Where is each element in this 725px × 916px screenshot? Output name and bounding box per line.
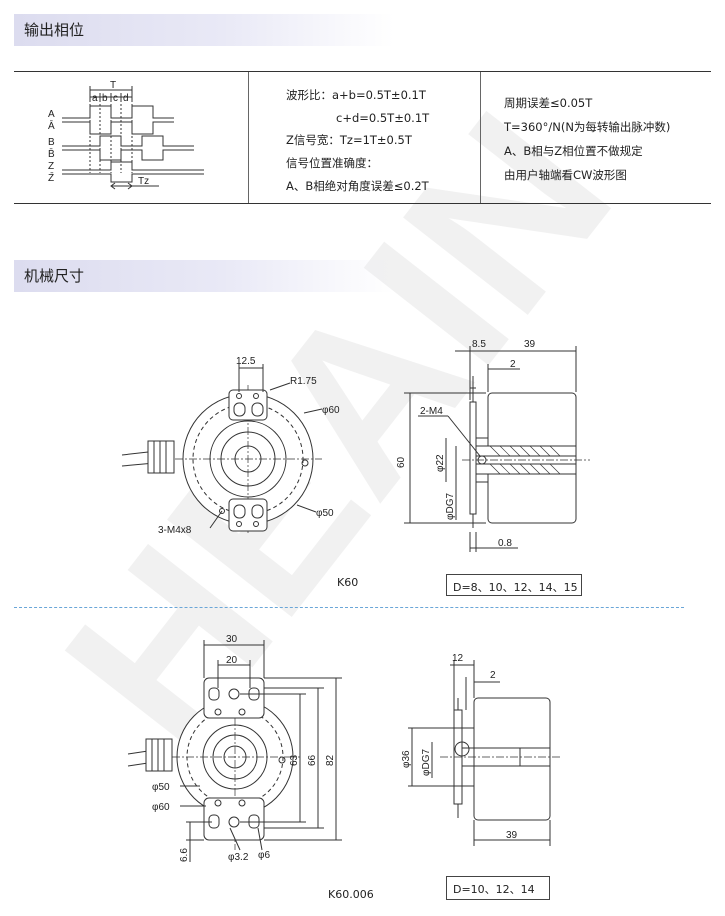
k60006-dim-phi36: φ36 bbox=[401, 750, 412, 768]
k60006-d-box: D=10、12、14 bbox=[446, 876, 550, 900]
spec-text: 由用户轴端看CW波形图 bbox=[504, 168, 627, 182]
spec-text: 信号位置准确度： bbox=[286, 156, 378, 170]
wave-label-A-bar: Ā bbox=[48, 120, 55, 132]
k60-front-view bbox=[121, 364, 323, 535]
k60-d-box: D=8、10、12、14、15 bbox=[446, 574, 582, 596]
segment-c: c bbox=[113, 93, 118, 104]
k60-dim-12.5: 12.5 bbox=[236, 356, 256, 367]
k60006-dim-phi60: φ60 bbox=[152, 802, 170, 813]
k60006-dim-30: 30 bbox=[226, 634, 238, 645]
k60-dim-phiDG7: φDG7 bbox=[445, 493, 456, 520]
k60006-dim-63: 63 bbox=[289, 754, 300, 766]
k60-dim-phi60: φ60 bbox=[322, 405, 340, 416]
k60006-dim-39: 39 bbox=[506, 830, 518, 841]
spec-text: T=360°/N(N为每转输出脉冲数) bbox=[504, 120, 671, 134]
k60-dim-2-M4: 2-M4 bbox=[420, 406, 443, 417]
k60-dim-8.5: 8.5 bbox=[472, 339, 486, 350]
section-separator bbox=[14, 607, 684, 608]
waveform-diagram: T a b c d A Ā B B̄ Z Z̄ Tz bbox=[48, 80, 204, 190]
wave-label-B-bar: B̄ bbox=[48, 147, 55, 160]
k60006-dim-66: 66 bbox=[307, 754, 318, 766]
segment-a: a bbox=[92, 93, 98, 104]
k60006-dim-12: 12 bbox=[452, 653, 464, 664]
k60-dim-2: 2 bbox=[510, 359, 516, 370]
waveform-Tz-label: Tz bbox=[138, 176, 149, 187]
k60006-caption: K60.006 bbox=[328, 888, 374, 901]
spec-text: c+d=0.5T±0.1T bbox=[336, 111, 430, 125]
k60-caption: K60 bbox=[337, 576, 359, 589]
table-divider bbox=[480, 72, 481, 203]
spec-text: 波形比：a+b=0.5T±0.1T bbox=[286, 88, 426, 102]
segment-d: d bbox=[123, 93, 129, 104]
spec-text: 周期误差≤0.05T bbox=[504, 96, 593, 110]
section-title: 输出相位 bbox=[24, 21, 85, 39]
spec-text: Z信号宽：Tz=1T±0.5T bbox=[286, 133, 412, 147]
section-header-mechanical-dimensions: 机械尺寸 bbox=[14, 260, 394, 292]
spec-text: A、B相与Z相位置不做规定 bbox=[504, 144, 643, 158]
k60-dim-phi50: φ50 bbox=[316, 508, 334, 519]
k60006-side-view bbox=[408, 660, 560, 846]
k60-dim-0.8: 0.8 bbox=[498, 538, 512, 549]
wave-label-A: A bbox=[48, 109, 55, 120]
k60006-dim-6.6: 6.6 bbox=[179, 848, 190, 862]
k60006-dim-phi3.2: φ3.2 bbox=[228, 852, 249, 863]
k60-dim-3-M4x8: 3-M4x8 bbox=[158, 525, 192, 536]
k60006-dim-20: 20 bbox=[226, 655, 238, 666]
segment-b: b bbox=[102, 93, 108, 104]
k60006-dim-phi50: φ50 bbox=[152, 782, 170, 793]
k60-dim-phi22: φ22 bbox=[435, 454, 446, 472]
section-header-output-phase: 输出相位 bbox=[14, 14, 394, 46]
k60006-dim-82: 82 bbox=[325, 754, 336, 766]
k60006-dim-phiDG7: φDG7 bbox=[421, 749, 432, 776]
k60006-dim-phi6: φ6 bbox=[258, 850, 270, 861]
waveform-T-label: T bbox=[110, 80, 116, 91]
wave-label-B: B bbox=[48, 137, 55, 148]
k60-side-view bbox=[404, 346, 590, 552]
k60006-d-values: D=10、12、14 bbox=[453, 883, 535, 896]
section-title: 机械尺寸 bbox=[24, 267, 85, 285]
spec-text: A、B相绝对角度误差≤0.2T bbox=[286, 179, 429, 193]
table-divider bbox=[248, 72, 249, 203]
output-phase-table: T a b c d A Ā B B̄ Z Z̄ Tz 波形比：a+b=0.5T±… bbox=[14, 71, 711, 204]
wave-label-Z: Z bbox=[48, 161, 54, 172]
k60-dim-60: 60 bbox=[396, 456, 407, 468]
k60-dim-39: 39 bbox=[524, 339, 536, 350]
wave-label-Z-bar: Z̄ bbox=[48, 171, 54, 184]
k60-dim-R1.75: R1.75 bbox=[290, 376, 317, 387]
k60006-dim-2: 2 bbox=[490, 670, 496, 681]
k60-d-values: D=8、10、12、14、15 bbox=[453, 581, 578, 594]
k60006-front-view bbox=[127, 640, 342, 862]
